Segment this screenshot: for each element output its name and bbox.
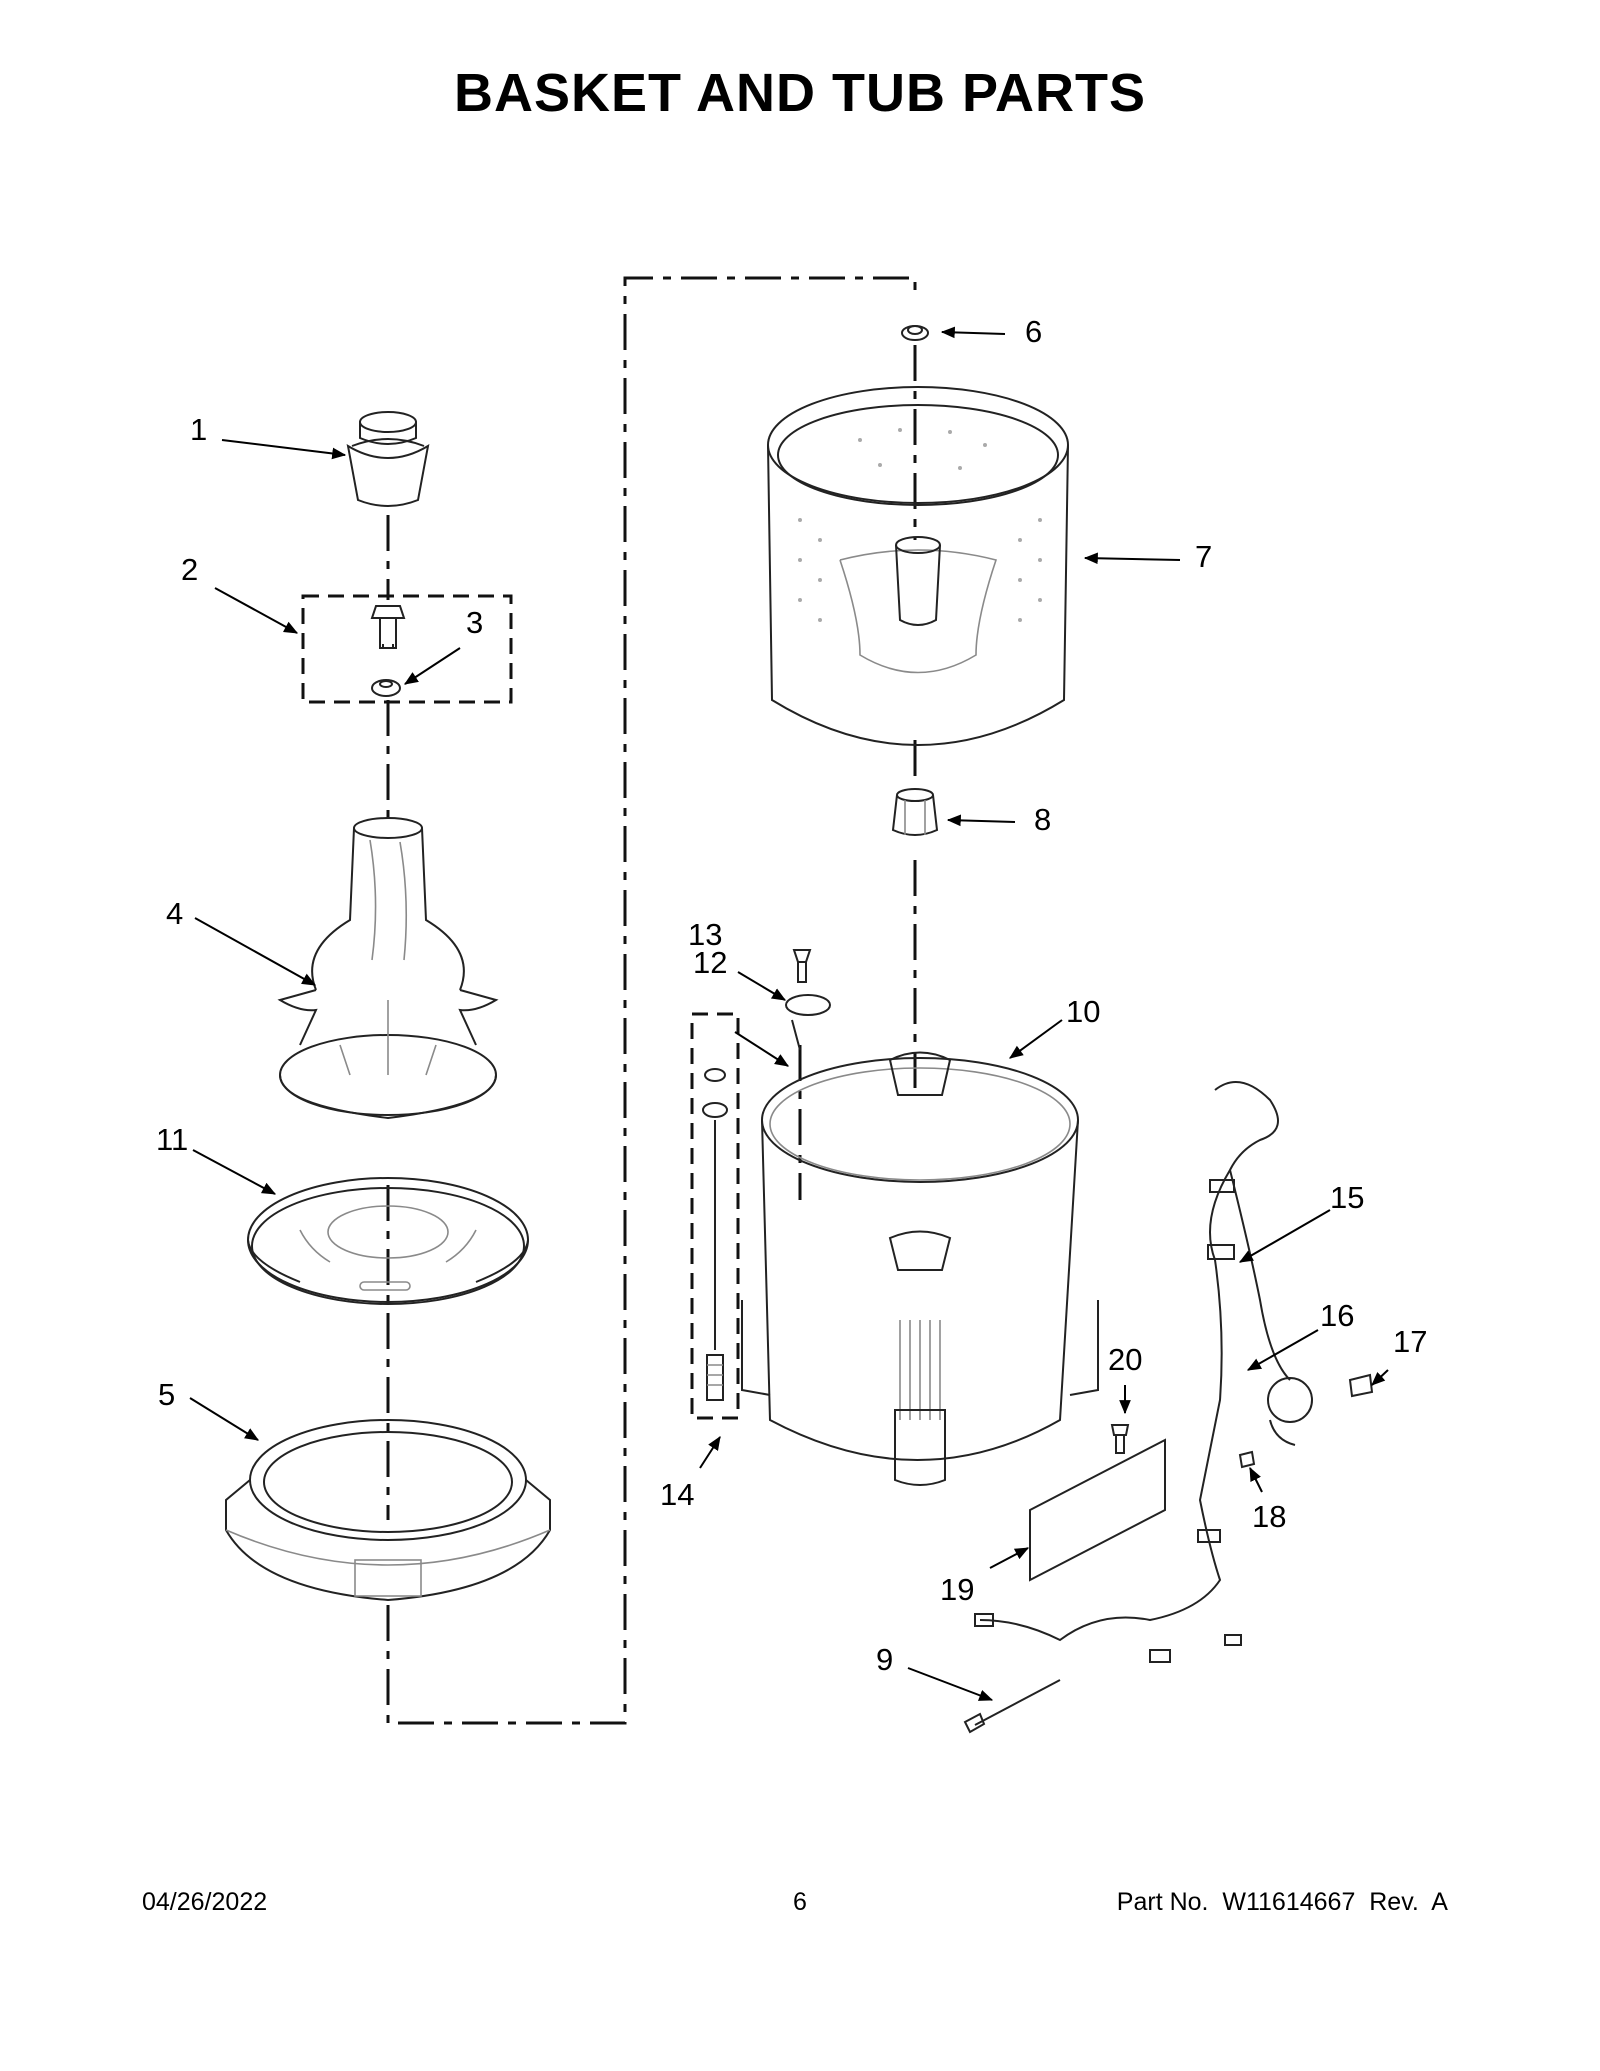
callout-16: 16 — [1320, 1298, 1354, 1333]
callout-8: 8 — [1034, 802, 1051, 837]
callout-9: 9 — [876, 1642, 893, 1677]
sensor-clip-part — [1238, 1373, 1374, 1469]
callout-20: 20 — [1108, 1342, 1142, 1377]
callout-labels: 1 2 3 4 5 6 7 8 9 10 11 12 13 14 15 16 1… — [156, 314, 1427, 1677]
callout-12: 12 — [693, 945, 727, 980]
callout-14: 14 — [660, 1477, 694, 1512]
balance-ring-part — [225, 1419, 551, 1602]
wash-basket-part — [767, 386, 1069, 746]
callout-5: 5 — [158, 1377, 175, 1412]
outer-tub-part — [741, 1051, 1099, 1486]
callout-leaders — [189, 326, 1389, 1701]
callout-15: 15 — [1330, 1180, 1364, 1215]
agitator-part — [277, 817, 499, 1120]
assembly-centerlines — [386, 276, 917, 1725]
agitator-cap-part — [346, 411, 430, 507]
callout-11: 11 — [156, 1122, 188, 1157]
basket-nut-part — [901, 325, 929, 341]
bolt-washer-part — [370, 605, 406, 697]
basket-hub-part — [891, 788, 939, 836]
bracket-screw-part — [785, 949, 831, 1051]
page-title: BASKET AND TUB PARTS — [454, 63, 1146, 123]
callout-6: 6 — [1025, 314, 1042, 349]
document-date: 04/26/2022 — [142, 1888, 268, 1916]
wire-harness-part — [974, 1081, 1313, 1663]
callout-17: 17 — [1393, 1324, 1427, 1359]
part-number: Part No. W11614667 Rev. A — [1116, 1888, 1448, 1916]
callout-19: 19 — [940, 1572, 974, 1607]
callout-10: 10 — [1066, 994, 1100, 1029]
tub-ring-plate-part — [247, 1177, 529, 1305]
shield-plate-part — [1029, 1424, 1166, 1582]
callout-7: 7 — [1195, 539, 1212, 574]
callout-1: 1 — [190, 412, 207, 447]
page-number: 6 — [793, 1888, 807, 1916]
callout-13: 13 — [688, 917, 722, 952]
suspension-rod-part — [702, 1068, 728, 1401]
callout-18: 18 — [1252, 1499, 1286, 1534]
callout-4: 4 — [166, 896, 183, 931]
thermistor-part — [963, 1679, 1061, 1734]
callout-3: 3 — [466, 605, 483, 640]
callout-2: 2 — [181, 552, 198, 587]
kit-box-2 — [301, 594, 513, 704]
